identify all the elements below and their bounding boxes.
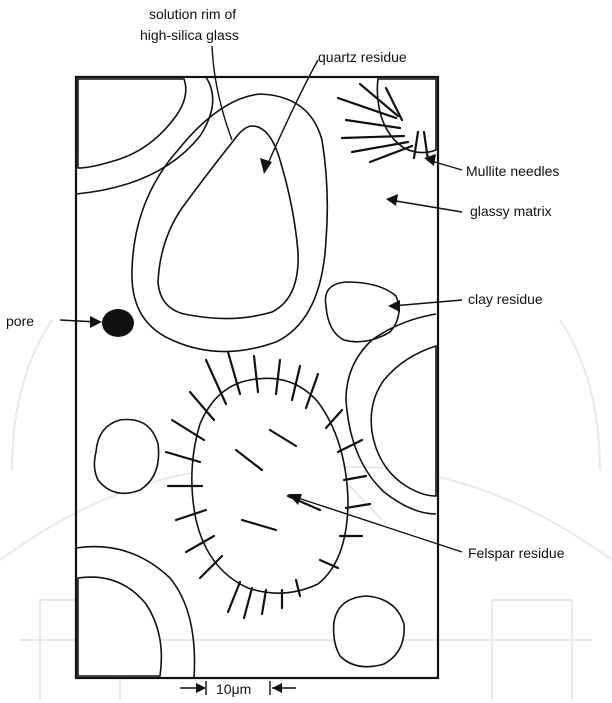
pore-dot xyxy=(102,309,134,337)
top-left-grain xyxy=(78,79,186,168)
glassy-matrix-pointer xyxy=(390,200,462,212)
left-small-grain xyxy=(94,420,158,494)
scale-bar-label: 10μm xyxy=(216,681,251,697)
mullite-arrowhead xyxy=(424,154,436,166)
bottom-right-grain xyxy=(334,596,405,667)
glassy-matrix-arrowhead xyxy=(386,194,398,206)
quartz-residue-label: quartz residue xyxy=(318,49,407,65)
clay-pointer xyxy=(392,300,462,306)
quartz-grain xyxy=(158,126,298,319)
clay-residue-grain xyxy=(325,282,398,342)
solution-rim-pointer xyxy=(212,46,232,140)
felspar-residue-label: Felspar residue xyxy=(468,545,565,561)
solution-rim-label-line2: high-silica glass xyxy=(140,27,239,43)
pore-arrowhead xyxy=(90,316,102,328)
mullite-needles-label: Mullite needles xyxy=(466,163,559,179)
clay-residue-label: clay residue xyxy=(468,291,543,307)
right-grain xyxy=(371,346,436,496)
glassy-matrix-label: glassy matrix xyxy=(470,203,552,219)
bottom-left-grain xyxy=(78,577,161,676)
solution-rim-label-line1: solution rim of xyxy=(149,6,236,22)
pore-label: pore xyxy=(6,313,34,329)
